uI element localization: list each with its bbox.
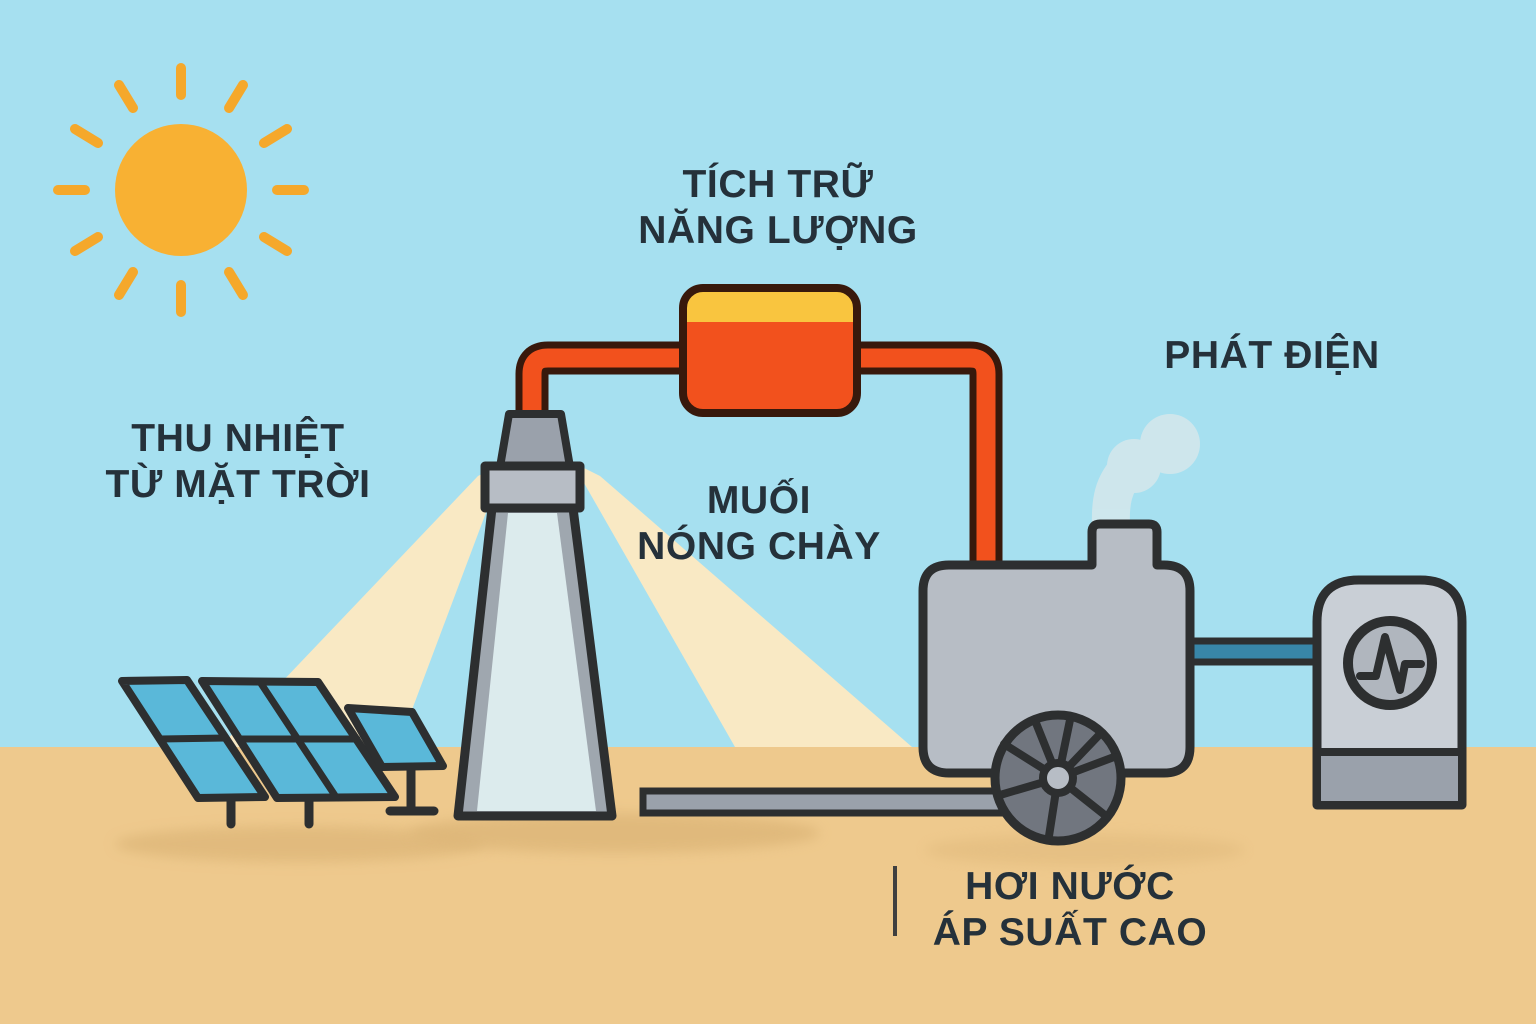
label-high-pressure-steam: HƠI NƯỚC ÁP SUẤT CAO [933,864,1208,956]
label-energy-storage: TÍCH TRỮ NĂNG LƯỢNG [638,162,918,254]
label-power-generation: PHÁT ĐIỆN [1164,333,1380,379]
pulse-gauge-icon [1343,616,1437,710]
steam-generator-icon [918,519,1195,778]
label-line: TỪ MẶT TRỜI [105,463,371,506]
label-line: TÍCH TRỮ [682,163,874,206]
label-line: PHÁT ĐIỆN [1164,334,1380,377]
light-beam-left [220,462,505,747]
hot-salt-pipe-icon [515,341,1003,580]
solar-panel-icon [118,676,447,829]
label-collect-heat: THU NHIỆT TỪ MẶT TRỜI [105,416,370,508]
sun-icon [53,63,309,317]
steam-pipe [1179,637,1329,666]
label-line: HƠI NƯỚC [965,865,1175,908]
label-line: THU NHIỆT [131,417,345,460]
molten-salt-tank-icon [679,284,861,417]
label-line: ÁP SUẤT CAO [932,911,1208,954]
label-molten-salt: MUỐI NÓNG CHÀY [637,478,881,570]
label-line: MUỐI [706,479,812,522]
label-divider [893,866,897,936]
panels-shadow [115,826,485,862]
solar-tower-icon [453,410,617,821]
generator-icon [1312,575,1467,810]
label-line: NĂNG LƯỢNG [638,209,918,252]
tower-shadow [410,813,820,853]
engine-shadow [925,834,1245,866]
label-line: NÓNG CHÀY [637,525,881,568]
turbine-wheel-icon [990,710,1126,846]
light-beam-right [572,462,912,747]
